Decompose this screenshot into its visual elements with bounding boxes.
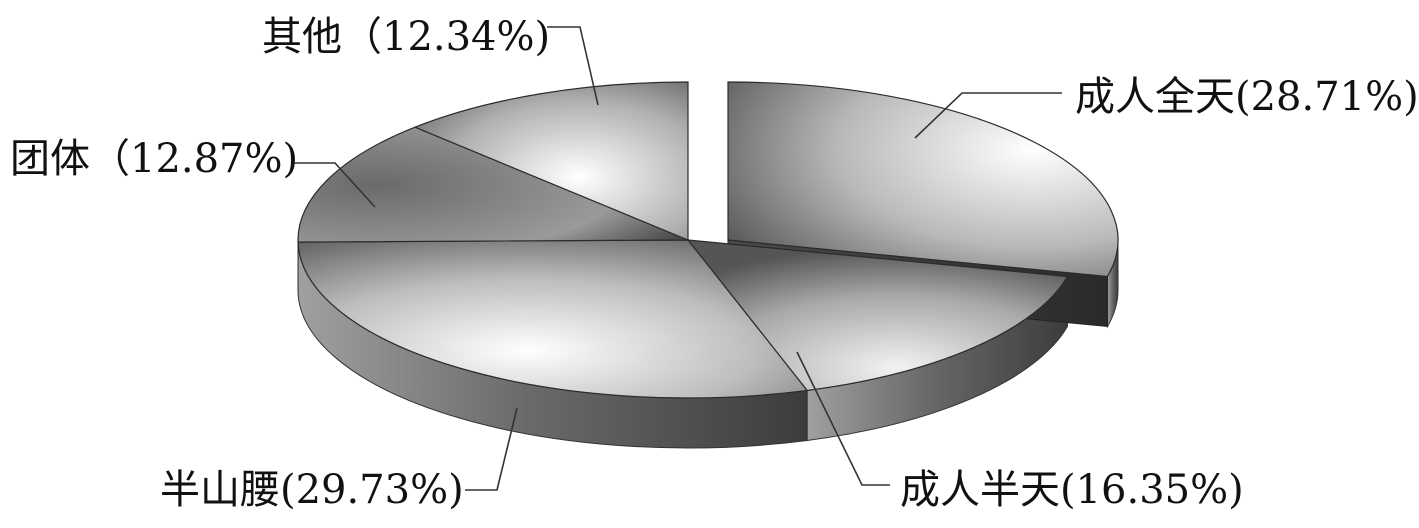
slice-label-成人全天: 成人全天(28.71%) (1075, 74, 1419, 120)
leader-line-半山腰 (465, 407, 518, 491)
slice-label-成人半天: 成人半天(16.35%) (900, 467, 1244, 513)
leader-line-团体 (293, 162, 376, 208)
slice-label-半山腰: 半山腰(29.73%) (160, 467, 464, 513)
leader-lines (293, 26, 1062, 491)
slice-labels: 成人全天(28.71%) 成人半天(16.35%) 半山腰(29.73%) 团体（12… (10, 14, 1419, 513)
pie-slice-其他 (413, 81, 689, 241)
slice-label-其他: 其他（12.34%) (262, 14, 550, 60)
pie-slice-tops (297, 81, 1119, 399)
slice-label-团体: 团体（12.87%) (10, 136, 298, 182)
leader-line-成人全天 (914, 92, 1062, 139)
leader-line-其他 (547, 26, 599, 106)
pie-slice-团体 (297, 126, 689, 243)
leader-line-成人半天 (796, 351, 890, 486)
pie-slice-半山腰 (297, 239, 809, 399)
pie-slice-成人半天 (686, 239, 1069, 392)
pie-slice-成人全天 (727, 81, 1119, 278)
